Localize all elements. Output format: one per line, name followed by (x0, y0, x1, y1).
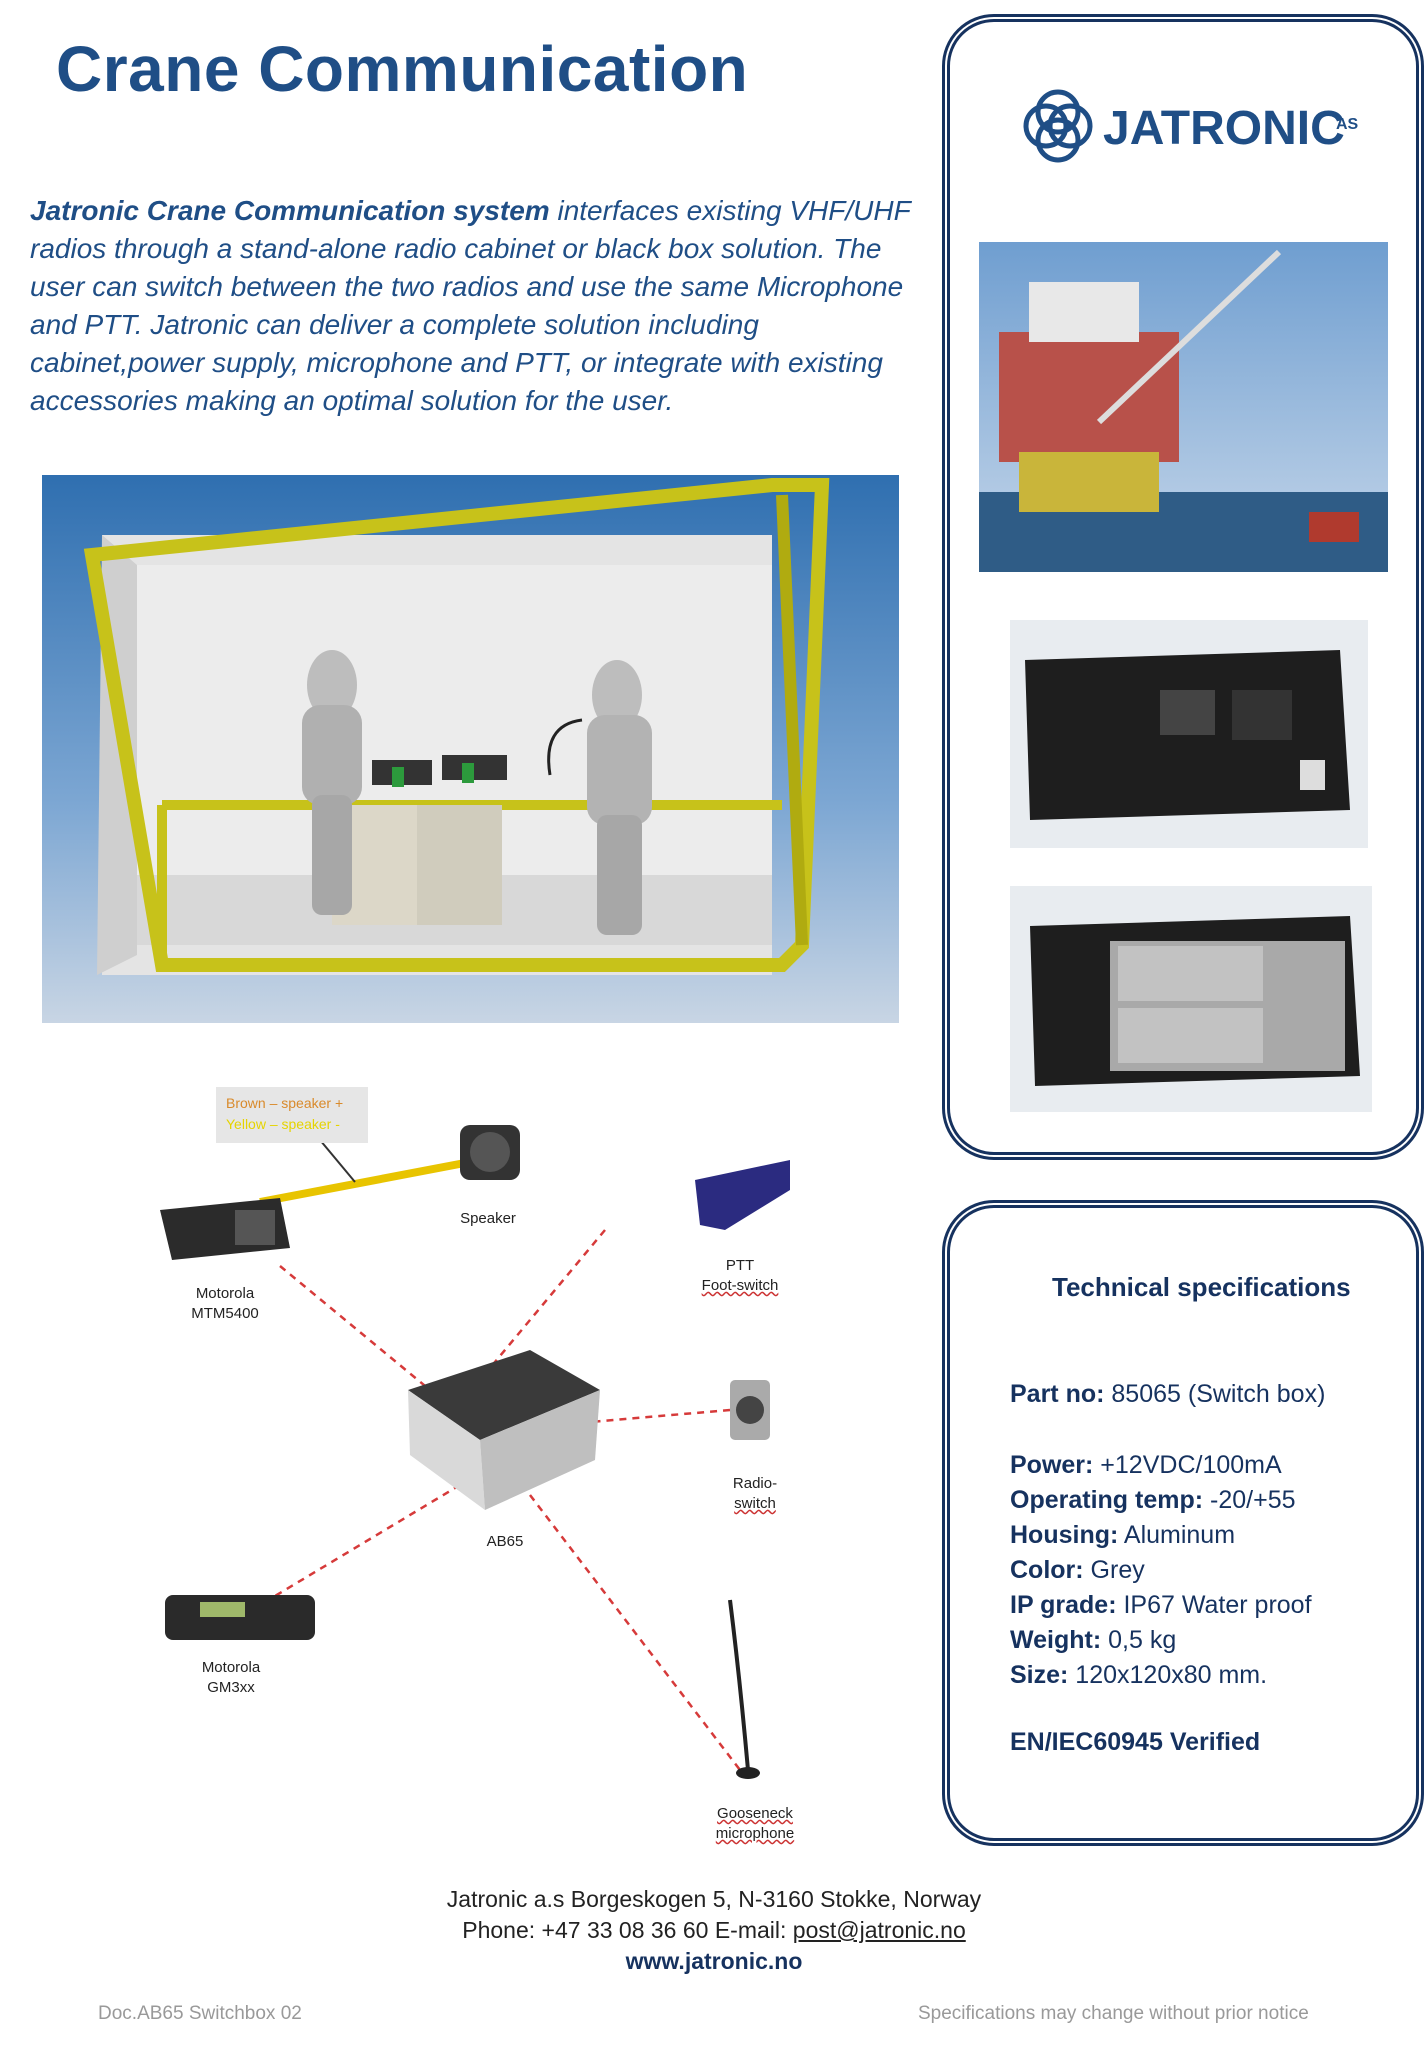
technical-specifications-panel (942, 1200, 1424, 1846)
spec-temp-value: -20/+55 (1203, 1486, 1296, 1514)
spec-power: Power: +12VDC/100mA (1010, 1451, 1282, 1480)
spec-size-label: Size: (1010, 1661, 1069, 1689)
spec-color-label: Color: (1010, 1556, 1084, 1584)
intro-paragraph: Jatronic Crane Communication system inte… (30, 192, 920, 420)
footer-contact: Jatronic a.s Borgeskogen 5, N-3160 Stokk… (0, 1884, 1428, 1977)
spec-size-value: 120x120x80 mm. (1068, 1661, 1268, 1689)
footer-phone-line: Phone: +47 33 08 36 60 E-mail: post@jatr… (0, 1915, 1428, 1946)
spec-housing-label: Housing: (1010, 1521, 1119, 1549)
spec-ip: IP grade: IP67 Water proof (1010, 1591, 1312, 1620)
intro-bold: Jatronic Crane Communication system (30, 195, 550, 226)
connection-diagram (140, 1080, 800, 1860)
radio-cabinet-switch-photo (1010, 886, 1372, 1112)
spec-weight-value: 0,5 kg (1101, 1626, 1177, 1654)
spec-part-value: 85065 (Switch box) (1104, 1380, 1326, 1408)
gooseneck-line2: microphone (715, 1825, 795, 1842)
spec-power-label: Power: (1010, 1451, 1094, 1479)
spec-color-value: Grey (1083, 1556, 1145, 1584)
radio-cabinet-front-photo (1010, 620, 1368, 848)
intro-text: interfaces existing VHF/UHF radios throu… (30, 195, 911, 416)
ab65-label: AB65 (486, 1533, 524, 1550)
spec-verified: EN/IEC60945 Verified (1010, 1728, 1261, 1756)
spec-ip-label: IP grade: (1010, 1591, 1117, 1619)
radio-switch-line1: Radio- (732, 1475, 778, 1492)
page-title: Crane Communication (56, 33, 749, 105)
logo-text: JATRONIC (1103, 102, 1345, 155)
speaker-label: Speaker (460, 1210, 516, 1227)
motorola-gm-label: Motorola GM3xx (186, 1658, 276, 1698)
motorola-mtm-line2: MTM5400 (191, 1305, 259, 1322)
gooseneck-line1: Gooseneck (717, 1805, 793, 1822)
jatronic-logo: JATRONIC AS (1018, 84, 1359, 170)
spec-notice: Specifications may change without prior … (918, 2003, 1309, 2024)
radio-switch-label: Radio- switch (715, 1474, 795, 1514)
motorola-gm-line2: GM3xx (207, 1679, 255, 1696)
radio-switch-line2: switch (734, 1495, 776, 1512)
footer-phone: Phone: +47 33 08 36 60 E-mail: (462, 1917, 793, 1943)
spec-size: Size: 120x120x80 mm. (1010, 1661, 1267, 1690)
motorola-gm-line1: Motorola (201, 1659, 261, 1676)
specs-title: Technical specifications (1052, 1272, 1351, 1302)
wire-caption: Brown – speaker + Yellow – speaker - (216, 1087, 368, 1143)
footer-address: Jatronic a.s Borgeskogen 5, N-3160 Stokk… (446, 1886, 982, 1912)
spec-color: Color: Grey (1010, 1556, 1145, 1585)
ptt-label-line2: Foot-switch (701, 1277, 779, 1294)
spec-part-label: Part no: (1010, 1380, 1105, 1408)
spec-temp: Operating temp: -20/+55 (1010, 1486, 1296, 1515)
spec-weight: Weight: 0,5 kg (1010, 1626, 1176, 1655)
spec-weight-label: Weight: (1010, 1626, 1102, 1654)
spec-housing: Housing: Aluminum (1010, 1521, 1235, 1550)
crane-cabin-render (42, 475, 899, 1023)
ptt-label-line1: PTT (725, 1257, 755, 1274)
motorola-mtm-line1: Motorola (195, 1285, 255, 1302)
offshore-platform-photo (979, 242, 1388, 572)
spec-ip-value: IP67 Water proof (1116, 1591, 1312, 1619)
spec-part: Part no: 85065 (Switch box) (1010, 1380, 1325, 1409)
footer-email-link[interactable]: post@jatronic.no (792, 1917, 966, 1943)
spec-temp-label: Operating temp: (1010, 1486, 1204, 1514)
caption-line-2: Yellow – speaker - (226, 1116, 340, 1132)
gooseneck-label: Gooseneck microphone (700, 1804, 810, 1844)
footer-website[interactable]: www.jatronic.no (625, 1948, 803, 1974)
spec-housing-value: Aluminum (1118, 1521, 1236, 1549)
logo-suffix: AS (1336, 116, 1358, 133)
spec-power-value: +12VDC/100mA (1093, 1451, 1282, 1479)
doc-reference: Doc.AB65 Switchbox 02 (98, 2003, 302, 2024)
motorola-mtm-label: Motorola MTM5400 (180, 1284, 270, 1324)
ptt-label: PTT Foot-switch (690, 1256, 790, 1296)
caption-line-1: Brown – speaker + (226, 1095, 344, 1111)
